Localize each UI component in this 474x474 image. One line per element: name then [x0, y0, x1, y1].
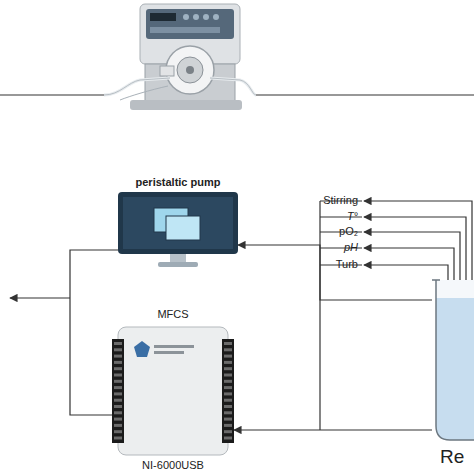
pump-illustration	[104, 4, 256, 110]
signal-label: pH	[298, 241, 358, 253]
model-label: NI-6000USB	[112, 459, 234, 471]
output-wire	[10, 250, 118, 415]
tube-line	[256, 94, 474, 95]
beaker-shape	[432, 276, 474, 446]
component-label: peristaltic pump	[118, 176, 238, 188]
daq-device: MFCS NI-6000USB	[112, 305, 234, 474]
signal-label: pO₂	[298, 225, 358, 237]
signal-label: Turb	[298, 258, 358, 270]
daq-shape	[112, 325, 234, 457]
signal-label: Stirring	[298, 194, 358, 206]
tube-line	[0, 94, 104, 95]
signal-arrow	[238, 245, 432, 300]
reactor-vessel: Re	[432, 276, 474, 474]
computer-monitor: peristaltic pump	[118, 170, 238, 270]
signal-label: T°	[298, 210, 358, 222]
component-label: MFCS	[112, 308, 234, 320]
monitor-shape	[118, 192, 238, 270]
reactor-label: Re	[440, 446, 474, 468]
signal-arrow	[234, 429, 432, 430]
